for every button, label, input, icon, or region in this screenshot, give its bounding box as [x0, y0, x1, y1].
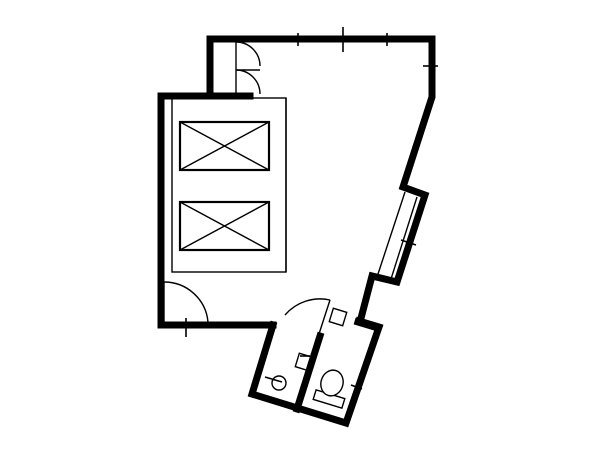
bed-icon — [178, 120, 271, 172]
bathroom-wall — [247, 316, 384, 428]
wall-top-right — [206, 35, 436, 327]
wall-ticks — [185, 27, 438, 390]
wardrobe — [171, 97, 287, 273]
toilet-icon — [312, 369, 346, 410]
balcony-icon — [377, 191, 418, 280]
bathroom-door — [284, 298, 331, 338]
washbasin-icon — [271, 375, 287, 391]
door-swing-icon — [163, 281, 209, 323]
entry-door — [235, 41, 261, 96]
bathroom-partition — [292, 331, 325, 414]
bed-icon — [178, 200, 271, 252]
wall-left-upper — [157, 92, 277, 329]
bathroom — [247, 307, 384, 428]
exterior-walls — [157, 35, 436, 329]
